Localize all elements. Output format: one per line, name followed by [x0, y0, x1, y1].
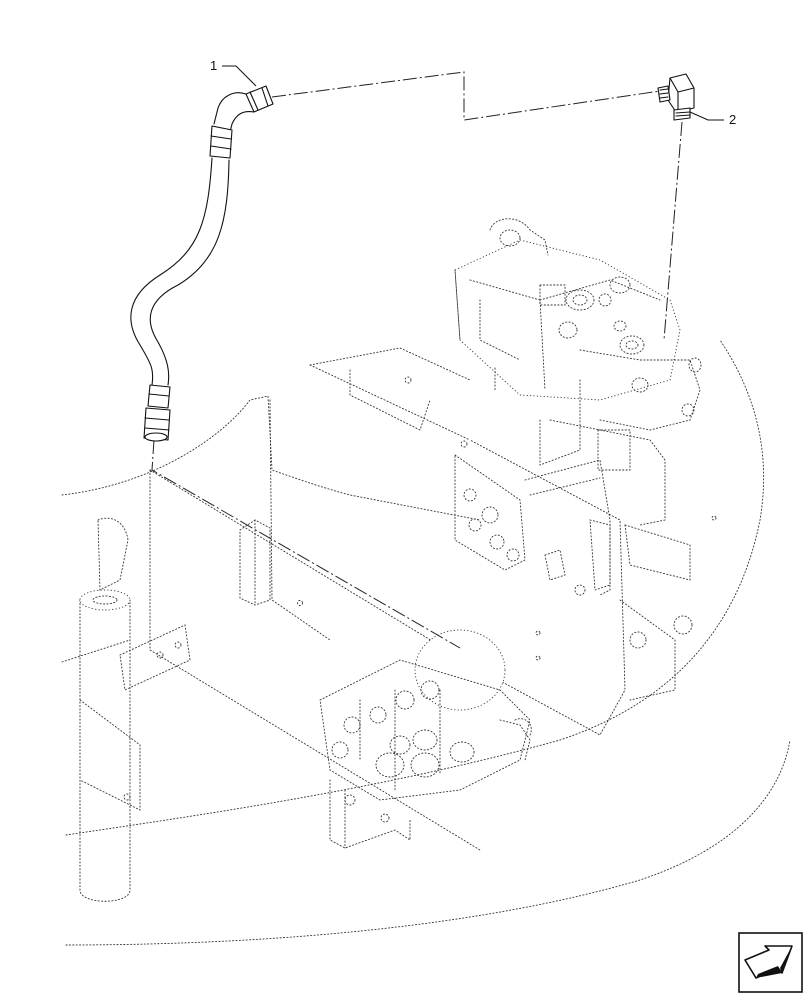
hose-part-1: [130, 85, 274, 442]
callout-2: 2: [689, 111, 736, 127]
control-valve-assembly: [454, 218, 702, 526]
callout-number-1: 1: [210, 58, 217, 73]
next-page-arrow-icon[interactable]: [738, 932, 803, 993]
solenoid-valve-block: [319, 629, 532, 849]
elbow-fitting-part-2: [657, 73, 695, 121]
callout-number-2: 2: [729, 112, 736, 127]
assembly-path-lines: [151, 71, 683, 649]
callout-1: 1: [210, 58, 257, 87]
machine-frame: [61, 339, 791, 946]
